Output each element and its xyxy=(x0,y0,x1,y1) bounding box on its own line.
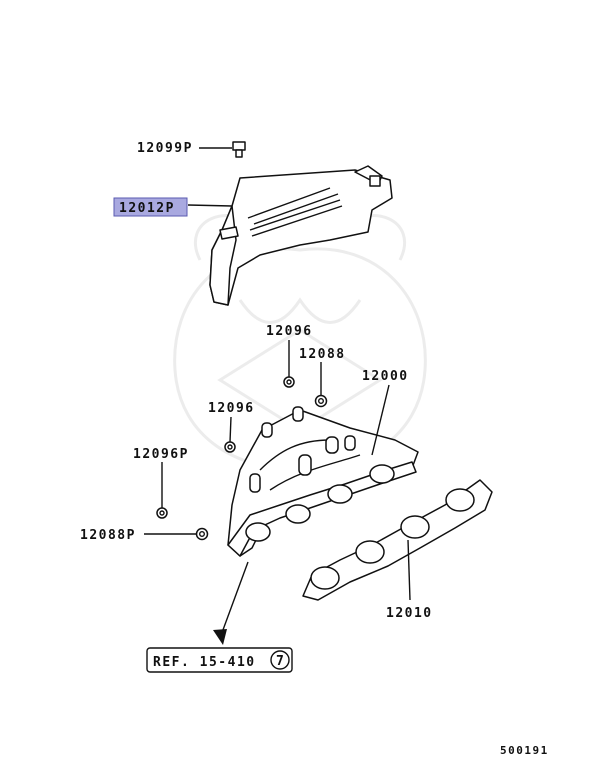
reference-circle-number: 7 xyxy=(276,654,285,669)
label-manifold: 12000 xyxy=(362,369,409,384)
bolt-part xyxy=(232,141,246,158)
nut-left xyxy=(195,527,209,541)
reference-box: REF. 15-410 7 xyxy=(146,647,293,673)
gasket-part xyxy=(302,479,493,601)
label-highlight xyxy=(113,197,188,217)
leader-lines xyxy=(144,147,411,645)
heat-cover-part xyxy=(209,165,393,306)
label-stud-left: 12096P xyxy=(133,447,189,462)
figure-number: 500191 xyxy=(500,744,549,757)
exhaust-manifold-part xyxy=(227,406,419,557)
label-bolt: 12099P xyxy=(137,141,193,156)
label-nut-left: 12088P xyxy=(80,528,136,543)
label-heat-cover: 12012P xyxy=(119,201,175,216)
label-stud-mid: 12096 xyxy=(208,401,255,416)
label-stud-top: 12096 xyxy=(266,324,313,339)
nut-top xyxy=(314,394,328,408)
stud-top xyxy=(283,376,295,388)
label-gasket: 12010 xyxy=(386,606,433,621)
label-nut-top: 12088 xyxy=(299,347,346,362)
reference-text: REF. 15-410 xyxy=(153,655,256,670)
stud-mid xyxy=(224,441,236,453)
stud-left xyxy=(156,507,168,519)
